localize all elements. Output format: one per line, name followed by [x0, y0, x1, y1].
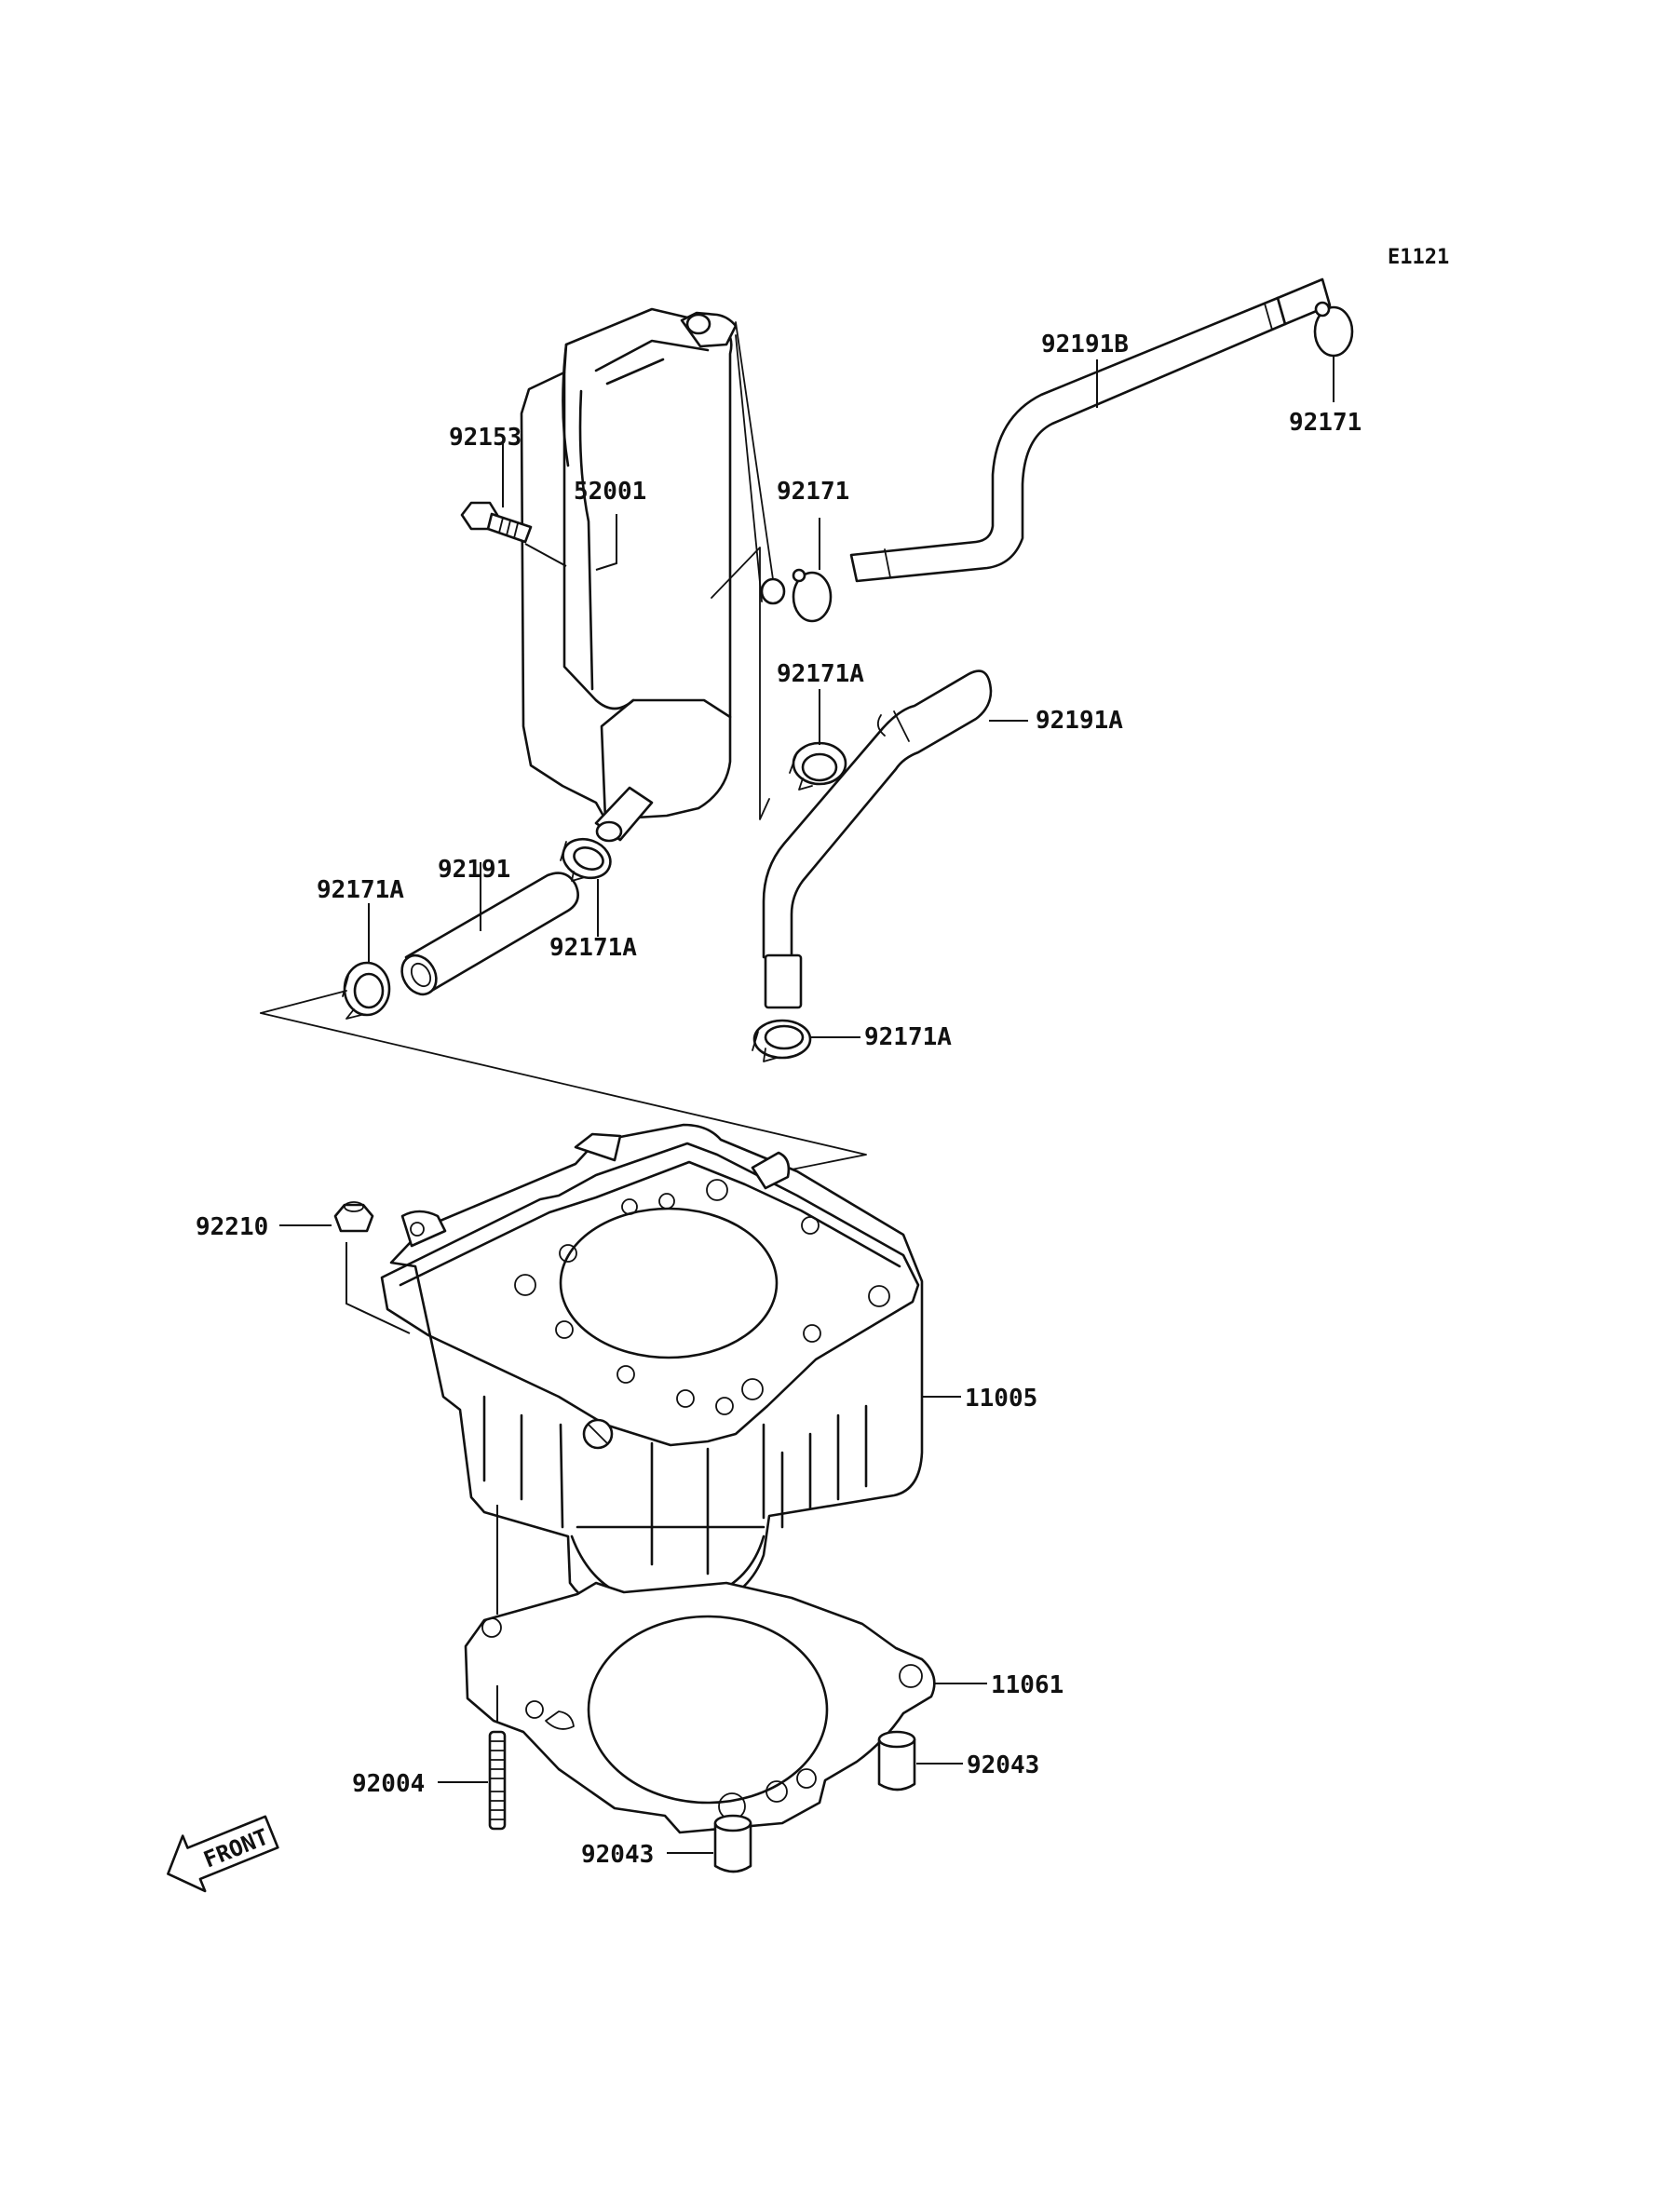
- label-92171A-center: 92171A: [549, 934, 637, 962]
- front-arrow-icon: FRONT: [167, 1815, 279, 1893]
- label-92171A-left: 92171A: [317, 876, 404, 904]
- label-92043-bottom: 92043: [581, 1841, 654, 1869]
- label-92043-right: 92043: [967, 1751, 1039, 1779]
- leader-52001: [595, 514, 617, 571]
- label-92191: 92191: [438, 856, 510, 884]
- clip-92171A-left: [342, 903, 391, 1020]
- hose-92191A: [762, 669, 1028, 1009]
- label-92004: 92004: [352, 1770, 425, 1798]
- label-52001: 52001: [574, 478, 646, 506]
- clip-92171-top: [1313, 301, 1354, 402]
- bolt-92153: [460, 441, 567, 567]
- label-92171A-lower: 92171A: [864, 1023, 952, 1051]
- label-11005: 11005: [965, 1385, 1037, 1413]
- label-92171-mid: 92171: [777, 478, 849, 506]
- clip-92171A-upper: [789, 689, 847, 791]
- guide-line-c: [260, 1012, 867, 1176]
- label-92171A-upper: 92171A: [777, 660, 864, 688]
- label-11061: 11061: [991, 1671, 1064, 1699]
- label-92171-top: 92171: [1289, 409, 1362, 437]
- guide-line-a: [711, 547, 770, 820]
- dowel-92043-bottom: [667, 1814, 752, 1873]
- hose-92191B: [849, 277, 1332, 583]
- clip-92171A-center: [560, 837, 612, 937]
- label-92153: 92153: [449, 424, 522, 452]
- label-92191A: 92191A: [1036, 707, 1123, 735]
- gasket-11061: [464, 1581, 936, 1834]
- tank-52001: [520, 307, 738, 843]
- stud-92004: [438, 1730, 507, 1831]
- label-92191B: 92191B: [1041, 331, 1129, 358]
- cylinder-11005: [380, 1123, 924, 1622]
- guide-line-b: [260, 990, 347, 1014]
- clip-92171A-lower: [752, 1019, 860, 1062]
- hose-92191: [400, 862, 579, 996]
- clip-92171-mid: [735, 321, 833, 623]
- diagram-code: E1121: [1388, 246, 1449, 269]
- label-92210: 92210: [196, 1213, 268, 1241]
- nut-92210: [279, 1201, 411, 1334]
- dowel-92043-right: [877, 1730, 963, 1792]
